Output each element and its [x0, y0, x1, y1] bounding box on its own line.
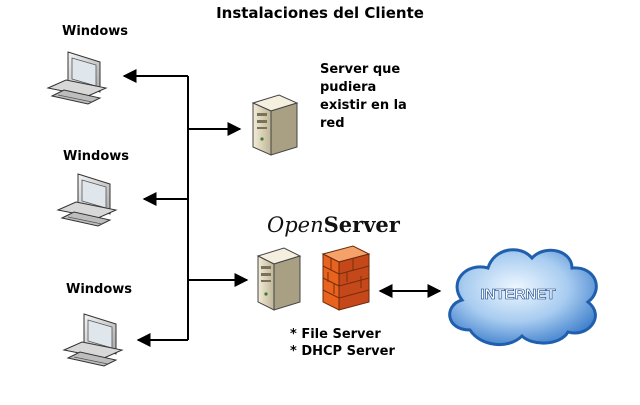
openserver-tower-icon [256, 247, 302, 311]
network-server-description: Server que pudiera existir en la red [320, 61, 430, 133]
server-desc-line-2: pudiera [320, 80, 377, 95]
service-dhcp-server: * DHCP Server [290, 344, 395, 359]
internet-cloud-icon: INTERNET [448, 248, 598, 347]
internet-label: INTERNET [481, 286, 556, 303]
workstation-icon-3 [62, 313, 124, 367]
server-desc-line-1: Server que [320, 62, 401, 77]
brand-open: Open [267, 213, 324, 237]
firewall-icon [321, 245, 371, 311]
network-server-icon [251, 94, 299, 156]
workstation-icon-1 [46, 51, 108, 105]
brand-server: Server [323, 212, 400, 237]
openserver-brand: OpenServer [267, 212, 400, 237]
diagram-title: Instalaciones del Cliente [216, 4, 424, 22]
openserver-services: * File Server * DHCP Server [290, 326, 395, 360]
connection-lines [122, 69, 442, 347]
workstation-icon-2 [56, 173, 118, 227]
client-label-1: Windows [62, 24, 129, 39]
client-label-2: Windows [63, 149, 130, 164]
server-desc-line-3: existir en la [320, 98, 407, 113]
service-file-server: * File Server [290, 327, 381, 342]
client-label-3: Windows [66, 282, 133, 297]
server-desc-line-4: red [320, 116, 345, 131]
